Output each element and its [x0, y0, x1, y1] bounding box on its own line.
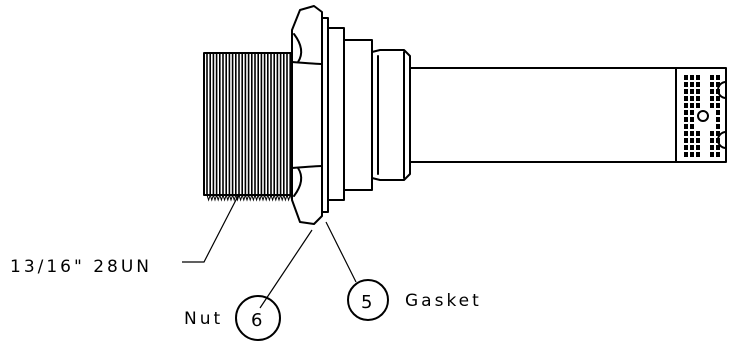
thread-tooth — [219, 194, 224, 202]
contact-pin — [690, 145, 694, 150]
contact-pin — [716, 138, 720, 143]
thread-tooth — [212, 194, 218, 202]
contact-pin — [696, 103, 700, 108]
contact-pin — [690, 103, 694, 108]
thread-tooth — [228, 194, 234, 202]
thread-tooth — [232, 194, 237, 202]
thread-tooth — [257, 194, 262, 202]
nut-label: Nut — [184, 309, 223, 329]
contact-pin — [716, 103, 720, 108]
thread-tooth — [267, 194, 272, 202]
thread-tooth — [244, 194, 250, 202]
thread-tooth — [286, 194, 291, 202]
contact-pin — [684, 138, 688, 143]
flange — [327, 27, 373, 201]
contact-pin — [710, 152, 714, 157]
contact-pin — [690, 110, 694, 115]
hex-nut — [291, 5, 323, 225]
gasket-callout: 5 Gasket — [325, 221, 482, 321]
contact-pin — [710, 145, 714, 150]
contact-pin — [710, 131, 714, 136]
contact-pin — [690, 152, 694, 157]
thread-callout: 13/16" 28UN — [10, 195, 239, 277]
thread-tooth — [251, 194, 256, 202]
thread-tooth — [216, 194, 221, 202]
barrel — [371, 49, 411, 181]
contact-pin — [684, 131, 688, 136]
contact-pin — [690, 82, 694, 87]
contact-pin — [716, 96, 720, 101]
thread-tooth — [209, 194, 214, 202]
nut-number: 6 — [251, 310, 262, 331]
thread-tooth — [206, 194, 211, 202]
contact-pin — [684, 103, 688, 108]
contact-pin — [716, 82, 720, 87]
contact-pin — [710, 82, 714, 87]
thread-tooth — [222, 194, 227, 202]
contact-pin — [696, 82, 700, 87]
contact-pin — [684, 124, 688, 129]
contact-pin — [684, 145, 688, 150]
nut-callout: 6 Nut — [184, 229, 313, 341]
contact-pin — [696, 89, 700, 94]
contact-pin — [696, 131, 700, 136]
tail-tube — [409, 67, 677, 163]
contact-pin — [716, 75, 720, 80]
contact-pin — [710, 96, 714, 101]
thread-tooth — [238, 194, 243, 202]
gasket-number: 5 — [361, 292, 372, 313]
contact-pin — [690, 89, 694, 94]
contact-pin — [690, 117, 694, 122]
contact-pin — [696, 152, 700, 157]
contact-pin — [710, 103, 714, 108]
thread-tooth — [264, 194, 269, 202]
contact-pin — [690, 96, 694, 101]
thread-tooth — [273, 194, 278, 202]
contact-pin — [690, 124, 694, 129]
thread-tooth — [248, 194, 253, 202]
thread-tooth — [280, 194, 285, 202]
contact-pin — [710, 89, 714, 94]
contact-pin — [684, 82, 688, 87]
contact-pin — [696, 75, 700, 80]
thread-tooth — [260, 194, 266, 202]
contact-pin — [684, 110, 688, 115]
thread-tooth — [276, 194, 282, 202]
threaded-section — [203, 52, 301, 202]
contact-pin — [696, 145, 700, 150]
thread-tooth — [241, 194, 246, 202]
contact-pin — [716, 124, 720, 129]
contact-pin — [690, 75, 694, 80]
gasket-label: Gasket — [405, 291, 482, 311]
thread-spec-label: 13/16" 28UN — [10, 257, 152, 277]
insert-face — [675, 67, 727, 163]
thread-tooth — [225, 194, 230, 202]
contact-pin — [716, 110, 720, 115]
contact-pin — [696, 96, 700, 101]
thread-tooth — [283, 194, 288, 202]
contact-pin — [690, 138, 694, 143]
contact-pin — [684, 75, 688, 80]
contact-pin — [684, 117, 688, 122]
thread-tooth — [270, 194, 275, 202]
contact-pin — [716, 145, 720, 150]
contact-pin — [710, 138, 714, 143]
contact-pin — [710, 75, 714, 80]
contact-pin — [716, 152, 720, 157]
thread-tooth — [254, 194, 259, 202]
contact-pin — [684, 89, 688, 94]
contact-pin — [716, 117, 720, 122]
contact-pin — [684, 96, 688, 101]
contact-pin — [684, 152, 688, 157]
contact-pin — [716, 131, 720, 136]
contact-pin — [716, 89, 720, 94]
contact-pin — [690, 131, 694, 136]
thread-tooth — [235, 194, 240, 202]
contact-pin — [696, 138, 700, 143]
